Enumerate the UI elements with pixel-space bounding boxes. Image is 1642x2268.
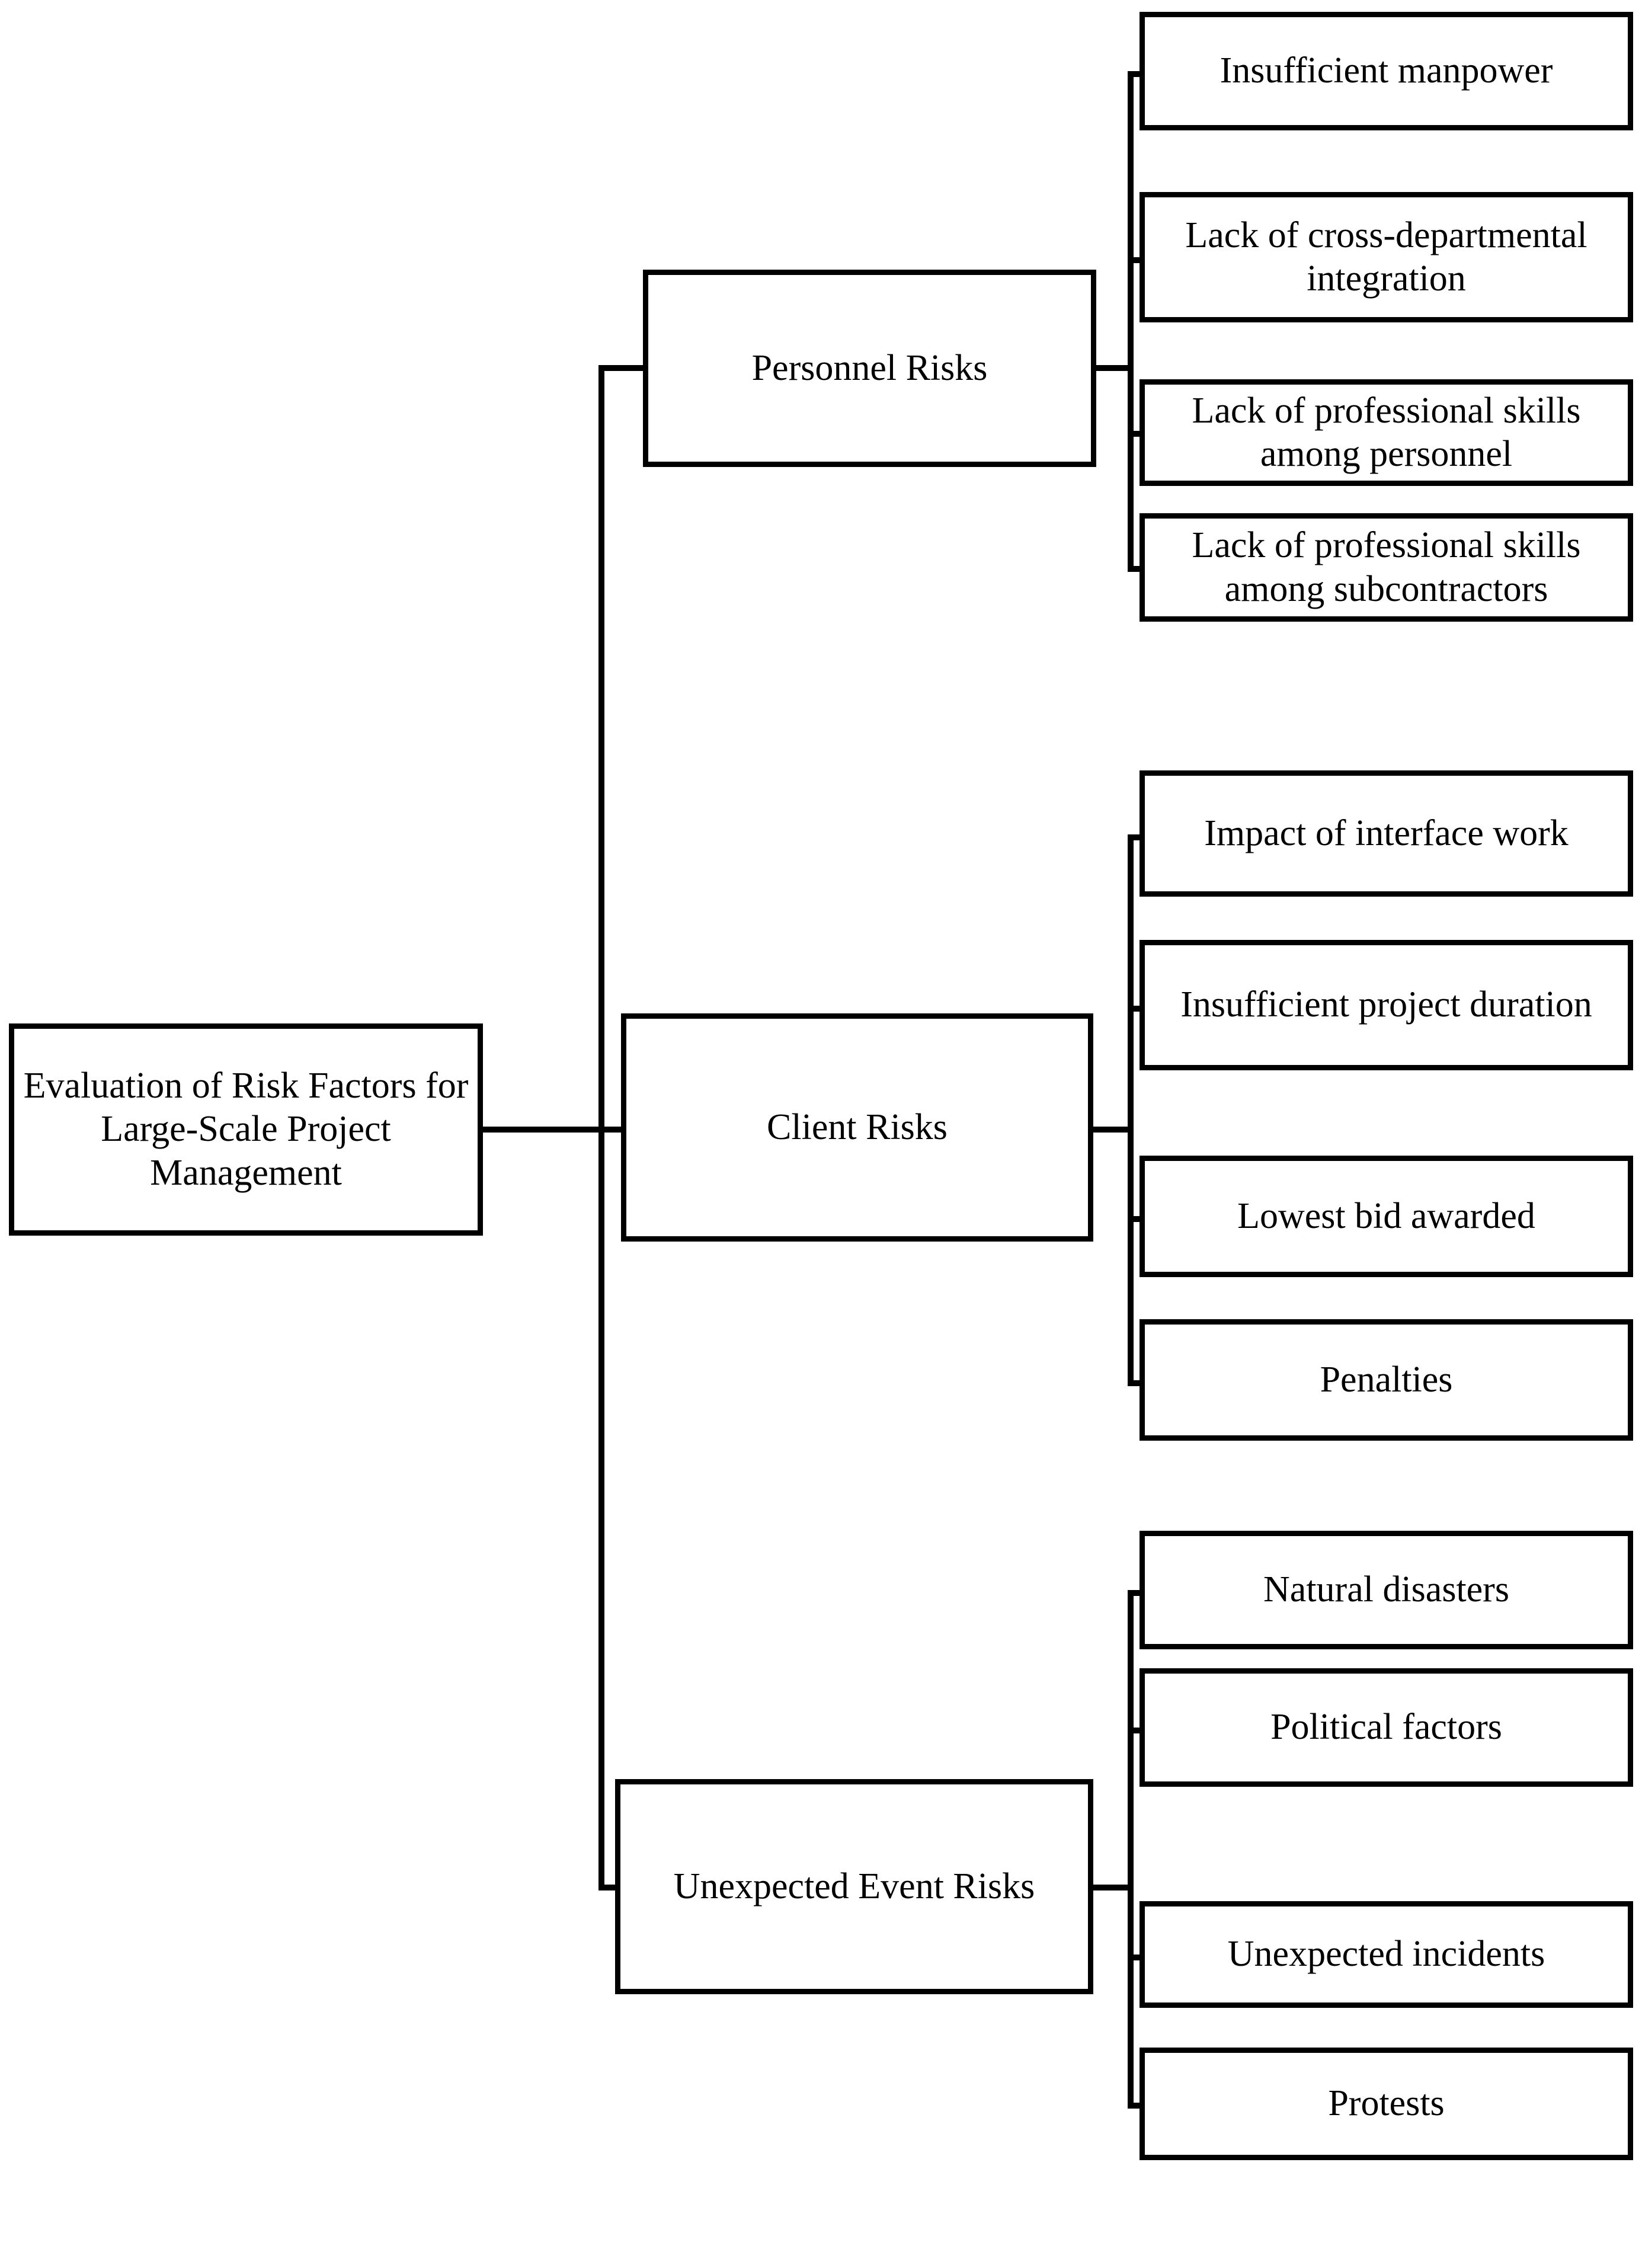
leaf-label-lack-skills-subcontractors: Lack of professional skills among subcon… [1192,525,1581,609]
leaf-node-lack-skills-personnel[interactable]: Lack of professional skills among person… [1140,379,1633,486]
connector-client-to-subtrunk [1090,1127,1134,1133]
category-label-unexpected-event: Unexpected Event Risks [673,1866,1035,1906]
category-node-client[interactable]: Client Risks [621,1013,1093,1242]
connector-personnel-to-subtrunk [1093,365,1134,371]
category-node-unexpected-event[interactable]: Unexpected Event Risks [615,1779,1093,1994]
connector-leaf-natural-disasters [1128,1590,1145,1596]
leaf-node-penalties[interactable]: Penalties [1140,1319,1633,1441]
leaf-node-unexpected-incidents[interactable]: Unexpected incidents [1140,1901,1633,2008]
connector-subtrunk-personnel [1128,71,1134,569]
connector-leaf-lack-skills-personnel [1128,431,1145,437]
connector-subtrunk-unexpected [1128,1590,1134,2106]
connector-unexpected-to-subtrunk [1090,1885,1134,1890]
leaf-node-political-factors[interactable]: Political factors [1140,1668,1633,1787]
connector-leaf-protests [1128,2103,1145,2109]
category-label-personnel: Personnel Risks [751,347,988,388]
leaf-node-lowest-bid-awarded[interactable]: Lowest bid awarded [1140,1156,1633,1277]
root-node[interactable]: Evaluation of Risk Factors for Large-Sca… [9,1023,483,1236]
connector-leaf-insufficient-project-duration [1128,1006,1145,1012]
leaf-label-insufficient-manpower: Insufficient manpower [1220,50,1553,91]
leaf-node-lack-cross-departmental-integration[interactable]: Lack of cross-departmental integration [1140,192,1633,322]
connector-leaf-impact-interface-work [1128,834,1145,840]
leaf-label-penalties: Penalties [1320,1359,1453,1400]
connector-subtrunk-client [1128,834,1134,1386]
connector-trunk-to-personnel [598,365,649,371]
leaf-node-protests[interactable]: Protests [1140,2048,1633,2160]
leaf-label-impact-interface-work: Impact of interface work [1204,812,1569,853]
connector-leaf-lack-skills-subcontractors [1128,566,1145,572]
leaf-label-unexpected-incidents: Unexpected incidents [1227,1934,1545,1975]
leaf-label-insufficient-project-duration: Insufficient project duration [1180,984,1592,1025]
connector-root-to-trunk [483,1127,604,1133]
connector-leaf-lowest-bid-awarded [1128,1216,1145,1222]
leaf-node-natural-disasters[interactable]: Natural disasters [1140,1531,1633,1649]
leaf-node-insufficient-manpower[interactable]: Insufficient manpower [1140,12,1633,130]
category-node-personnel[interactable]: Personnel Risks [643,270,1096,467]
leaf-label-lack-cross-departmental-integration: Lack of cross-departmental integration [1185,215,1587,299]
leaf-label-lowest-bid-awarded: Lowest bid awarded [1237,1195,1535,1236]
connector-leaf-penalties [1128,1380,1145,1386]
leaf-node-lack-skills-subcontractors[interactable]: Lack of professional skills among subcon… [1140,513,1633,622]
category-label-client: Client Risks [767,1106,948,1147]
leaf-label-lack-skills-personnel: Lack of professional skills among person… [1192,390,1581,474]
connector-leaf-unexpected-incidents [1128,1954,1145,1960]
leaf-node-insufficient-project-duration[interactable]: Insufficient project duration [1140,940,1633,1070]
leaf-label-natural-disasters: Natural disasters [1263,1569,1509,1610]
leaf-node-impact-interface-work[interactable]: Impact of interface work [1140,770,1633,897]
connector-leaf-political-factors [1128,1728,1145,1733]
connector-trunk-to-client [598,1127,627,1133]
connector-leaf-lack-cross-departmental-integration [1128,257,1145,263]
leaf-label-protests: Protests [1328,2083,1445,2124]
leaf-label-political-factors: Political factors [1270,1707,1502,1748]
connector-trunk-to-unexpected [598,1885,621,1890]
connector-leaf-insufficient-manpower [1128,71,1145,77]
root-node-label: Evaluation of Risk Factors for Large-Sca… [23,1066,469,1193]
